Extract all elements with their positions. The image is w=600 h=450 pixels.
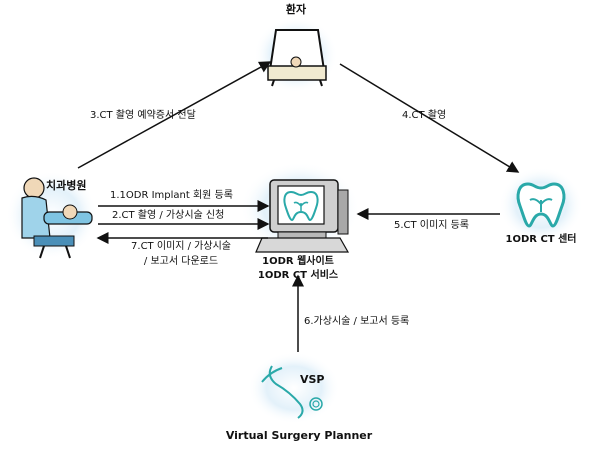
edge-label-7-line2: / 보고서 다운로드 — [143, 256, 219, 267]
ct-center-label: 1ODR CT 센터 — [505, 234, 577, 245]
clinic-icon — [6, 171, 98, 259]
vsp-badge: VSP — [300, 373, 325, 386]
computer-icon — [240, 162, 360, 254]
vsp-caption: Virtual Surgery Planner — [225, 429, 373, 442]
clinic-label: 치과병원 — [46, 179, 87, 192]
web-label-line2: 1ODR CT 서비스 — [257, 270, 339, 281]
vsp-icon — [248, 352, 340, 424]
arrow-3 — [77, 61, 272, 169]
edge-label-2: 2.CT 촬영 / 가상시술 신청 — [112, 210, 225, 221]
edge-label-6: 6.가상시술 / 보고서 등록 — [304, 316, 410, 327]
web-label-line1: 1ODR 웹사이트 — [262, 256, 334, 267]
patient-label: 환자 — [285, 3, 307, 16]
tooth-icon — [499, 167, 583, 243]
edge-label-3: 3.CT 촬영 예약증서 전달 — [90, 110, 196, 121]
edge-label-1: 1.1ODR Implant 회원 등록 — [110, 190, 233, 201]
edge-label-5: 5.CT 이미지 등록 — [394, 220, 469, 231]
arrow-4 — [339, 63, 520, 173]
edge-label-4: 4.CT 촬영 — [402, 110, 447, 121]
edge-label-7-line1: 7.CT 이미지 / 가상시술 — [131, 241, 231, 252]
patient-icon — [254, 17, 338, 93]
